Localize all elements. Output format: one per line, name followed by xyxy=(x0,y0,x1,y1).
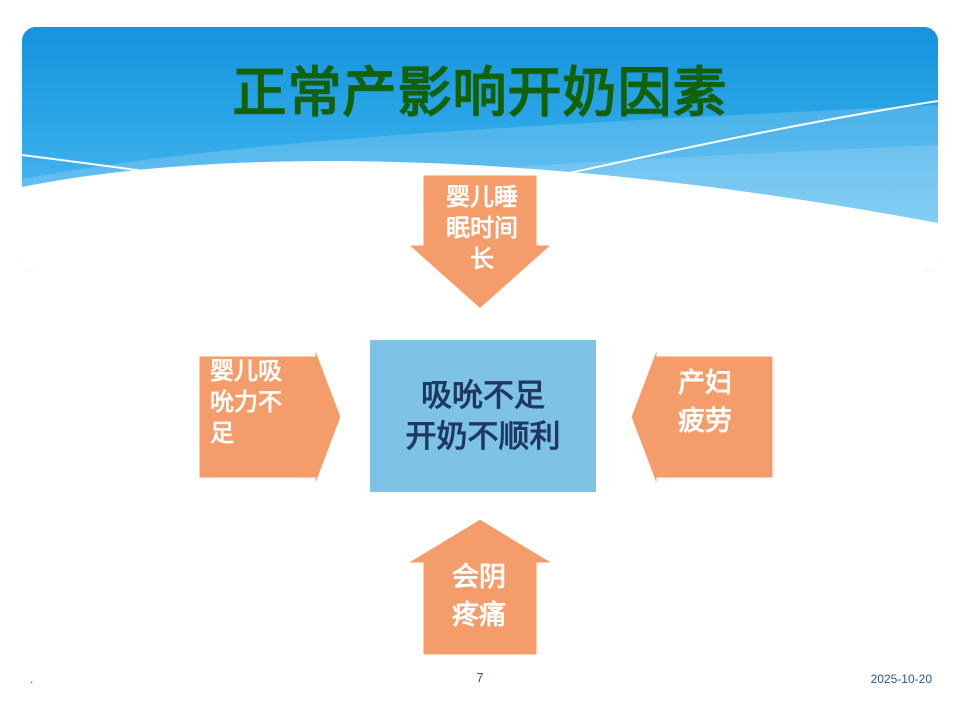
arrow-down-shape[interactable] xyxy=(404,172,556,312)
slide-page-number: 7 xyxy=(476,670,484,685)
arrow-right-shape[interactable] xyxy=(196,341,344,493)
arrow-up-shape[interactable] xyxy=(402,516,558,658)
arrow-left-shape[interactable] xyxy=(628,341,776,493)
center-process-box[interactable] xyxy=(370,340,596,492)
footer-date: 2025-10-20 xyxy=(870,672,932,686)
page-title: 正常产影响开奶因素 xyxy=(232,63,728,123)
footer-left-text: . xyxy=(30,672,34,686)
